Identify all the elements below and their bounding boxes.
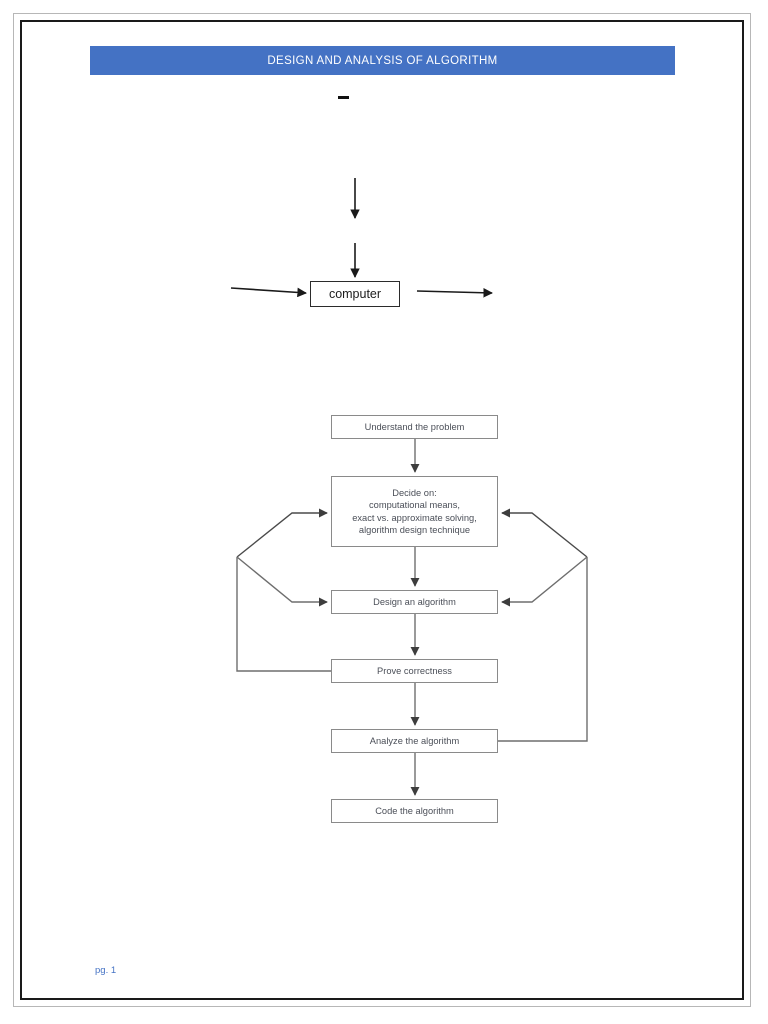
flowchart-box-label: Understand the problem — [364, 421, 465, 432]
connector-analyze-feedback-to-decide — [501, 508, 588, 558]
document-title-banner: DESIGN AND ANALYSIS OF ALGORITHM — [90, 46, 675, 75]
page-title: DESIGN AND ANALYSIS OF ALGORITHM — [267, 54, 498, 67]
flowchart-box-label: Analyze the algorithm — [369, 735, 460, 746]
flowchart-box-understand: Understand the problem — [331, 415, 498, 439]
flowchart-box-label: Code the algorithm — [375, 805, 454, 816]
computer-box: computer — [310, 281, 400, 307]
connector-prove-feedback-to-decide — [236, 508, 328, 558]
page-footer: pg. 1 — [95, 965, 117, 976]
flowchart-box-design: Design an algorithm — [331, 590, 498, 614]
flowchart-box-label: Prove correctness — [377, 665, 452, 676]
connector-analyze-feedback-trunk — [498, 557, 588, 742]
flowchart-box-decide: Decide on: computational means, exact vs… — [331, 476, 498, 547]
flowchart-box-label: Decide on: computational means, exact vs… — [352, 487, 477, 535]
arrow-right-icon — [230, 287, 307, 298]
flowchart-box-analyze: Analyze the algorithm — [331, 729, 498, 753]
flowchart-box-prove: Prove correctness — [331, 659, 498, 683]
connector-prove-feedback-trunk — [236, 557, 331, 672]
connector-prove-feedback-to-design — [236, 556, 328, 607]
arrow-right-icon — [416, 287, 493, 298]
connector-analyze-feedback-to-design — [501, 556, 588, 607]
computer-box-label: computer — [328, 287, 382, 301]
flowchart-box-label: Design an algorithm — [373, 596, 456, 607]
dash-mark — [338, 96, 349, 99]
flowchart-box-code: Code the algorithm — [331, 799, 498, 823]
